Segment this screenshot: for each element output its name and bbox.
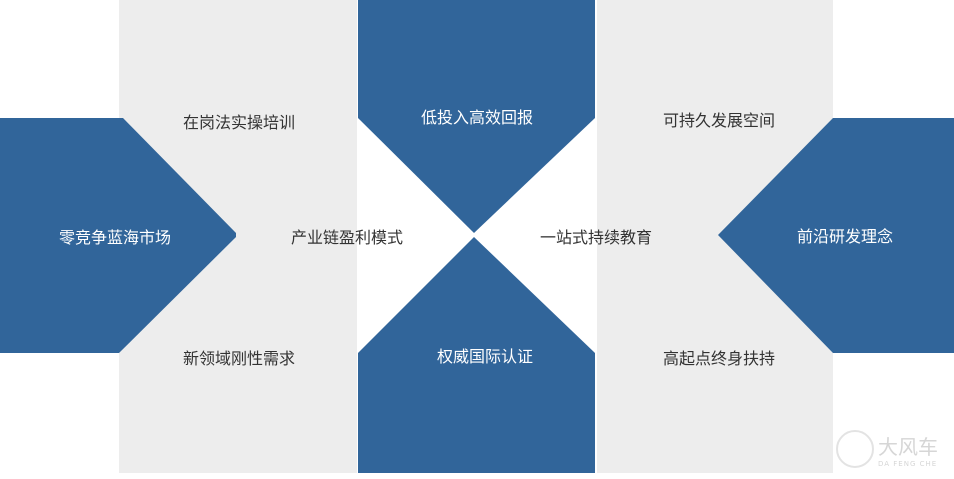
watermark-text: 大风车 — [878, 434, 938, 459]
label-center-right: 一站式持续教育 — [539, 228, 653, 247]
label-top-right: 可持久发展空间 — [662, 111, 776, 130]
label-bottom-mid: 权威国际认证 — [436, 347, 534, 366]
watermark-subtext: DA FENG CHE — [878, 459, 938, 468]
label-bottom-left: 新领域刚性需求 — [182, 349, 296, 368]
bottom-mid-blue-shape — [358, 237, 595, 473]
label-bottom-right: 高起点终身扶持 — [662, 349, 776, 368]
label-top-mid: 低投入高效回报 — [420, 108, 534, 127]
label-top-left: 在岗法实操培训 — [182, 113, 296, 132]
top-mid-blue-shape — [358, 0, 595, 233]
label-left-blue: 零竞争蓝海市场 — [58, 228, 172, 247]
right-blue-chevron — [718, 118, 954, 353]
watermark-logo: 大风车 DA FENG CHE — [836, 430, 938, 468]
left-blue-chevron — [0, 118, 236, 353]
pinwheel-icon — [836, 430, 874, 468]
label-center-left: 产业链盈利模式 — [290, 228, 404, 247]
label-right-blue: 前沿研发理念 — [796, 227, 894, 246]
